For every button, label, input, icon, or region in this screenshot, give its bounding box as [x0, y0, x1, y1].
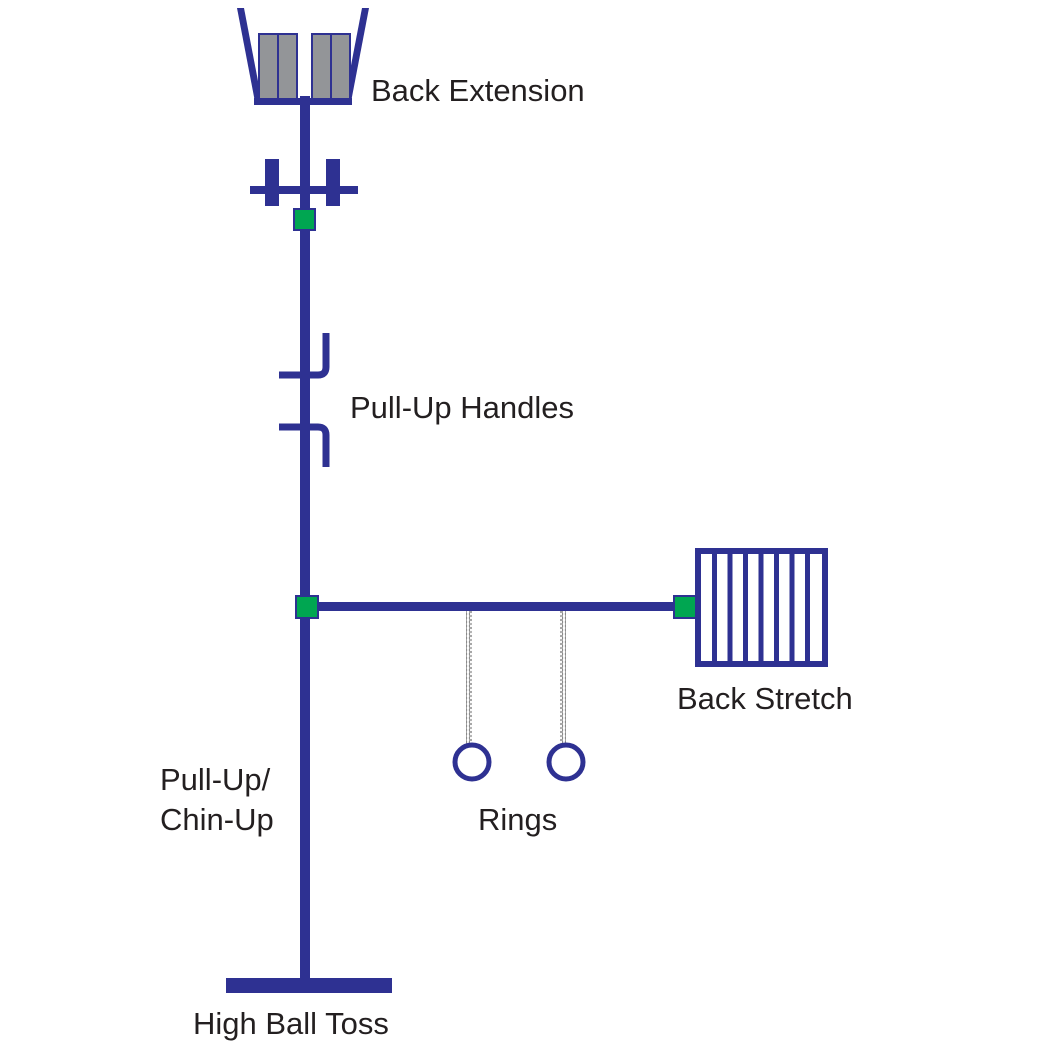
ring-chain-right: [560, 611, 566, 745]
basket-left-side: [237, 8, 262, 102]
rack-slat: [774, 551, 779, 664]
rack-slat: [789, 551, 795, 664]
label-high-ball-toss: High Ball Toss: [193, 1006, 389, 1041]
rack-slat: [743, 551, 748, 664]
basket-bottom: [254, 98, 352, 105]
lower-handle: [279, 423, 330, 467]
ring-chain-left: [466, 611, 472, 745]
label-back-extension: Back Extension: [371, 73, 585, 108]
rack-slats: [712, 551, 810, 664]
ring-right: [546, 742, 586, 782]
rack-slat: [712, 551, 717, 664]
base-plate: [226, 978, 392, 993]
back-extension-basket: [237, 8, 369, 105]
label-rings: Rings: [478, 802, 557, 837]
label-pull-up-handles: Pull-Up Handles: [350, 390, 574, 425]
ring-left: [452, 742, 492, 782]
pull-up-handles: [279, 333, 330, 467]
upper-crossbar: [250, 159, 358, 206]
crossbar-bar: [250, 186, 358, 194]
joint-arm-right: [673, 595, 697, 619]
crossbar-plate-right: [326, 159, 340, 206]
joint-top: [293, 208, 316, 231]
joint-arm-left: [295, 595, 319, 619]
label-pull-up-line2: Chin-Up: [160, 802, 274, 837]
rack-slat: [727, 551, 733, 664]
rack-slat: [805, 551, 810, 664]
crossbar-plate-left: [265, 159, 279, 206]
label-back-stretch: Back Stretch: [677, 681, 853, 716]
rack-slat: [758, 551, 764, 664]
back-stretch-rack: [695, 548, 828, 667]
upper-handle: [279, 333, 330, 379]
main-pole: [300, 96, 310, 984]
horizontal-arm: [305, 602, 687, 611]
label-pull-up-line1: Pull-Up/: [160, 762, 271, 797]
